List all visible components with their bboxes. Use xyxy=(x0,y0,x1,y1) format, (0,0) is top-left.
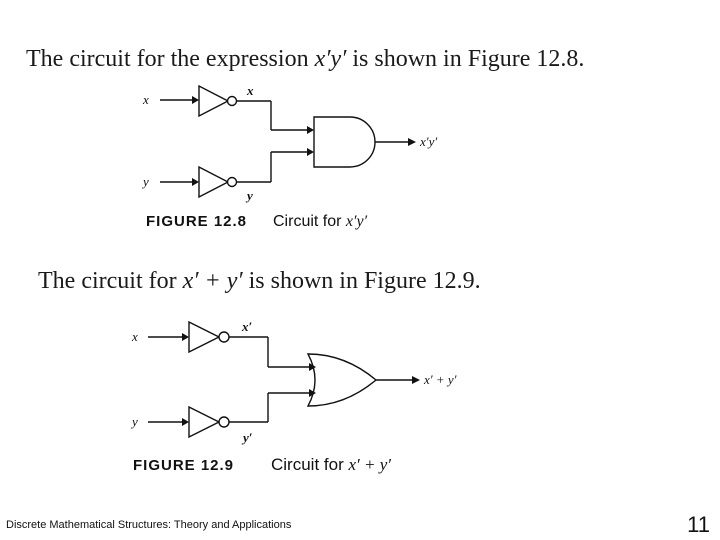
figure-b-intro-sentence: The circuit for x′ + y′ is shown in Figu… xyxy=(38,268,481,295)
fig-a-input-x-label: x xyxy=(142,92,149,107)
footer-text: Discrete Mathematical Structures: Theory… xyxy=(6,519,292,531)
fig-b-inverter-x-output-label: x′ xyxy=(241,319,253,334)
page-number: 11 xyxy=(687,512,710,537)
fig-b-inverter-x-bubble xyxy=(218,331,230,343)
fig-a-and-gate xyxy=(313,116,376,168)
fig-b-caption-text: Circuit for x′ + y′ xyxy=(271,455,391,474)
fig-a-input-y-label: y xyxy=(141,174,149,189)
figure-a-intro-before: The circuit for the expression xyxy=(26,46,315,72)
fig-a-inverter-y-output-label: y xyxy=(245,188,253,203)
figure-b-intro-after: is shown in Figure 12.9. xyxy=(242,268,481,294)
figure-b-intro-before: The circuit for xyxy=(38,268,183,294)
fig-b-output-label: x′ + y′ xyxy=(423,372,457,387)
fig-a-inverter-x-bubble xyxy=(226,95,238,107)
fig-b-or-gate xyxy=(306,353,378,407)
figure-a-intro-sentence: The circuit for the expression x′y′ is s… xyxy=(26,46,584,73)
fig-a-inverter-x-output-label: x xyxy=(246,83,254,98)
figure-a-intro-expression: x′y′ xyxy=(314,46,347,72)
fig-a-inverter-y xyxy=(198,165,230,199)
figure-b-intro-expression: x′ + y′ xyxy=(182,268,243,294)
fig-a-output-label: x′y′ xyxy=(419,134,437,149)
fig-a-inverter-y-bubble xyxy=(226,176,238,188)
fig-a-inverter-x xyxy=(198,84,230,118)
fig-b-inverter-y-bubble xyxy=(218,416,230,428)
fig-a-caption-label: FIGURE 12.8 xyxy=(146,213,247,230)
fig-b-inverter-x xyxy=(188,320,221,354)
figure-a-intro-after: is shown in Figure 12.8. xyxy=(346,46,585,72)
fig-b-caption-label: FIGURE 12.9 xyxy=(133,457,234,474)
fig-a-caption-text: Circuit for x′y′ xyxy=(273,213,368,230)
fig-b-input-y-label: y xyxy=(130,414,138,429)
fig-a-input-x-arrowhead xyxy=(192,96,199,104)
fig-b-inverter-y-output-label: y′ xyxy=(241,430,253,445)
fig-b-input-x-label: x xyxy=(131,329,138,344)
fig-b-inverter-y xyxy=(188,405,221,439)
